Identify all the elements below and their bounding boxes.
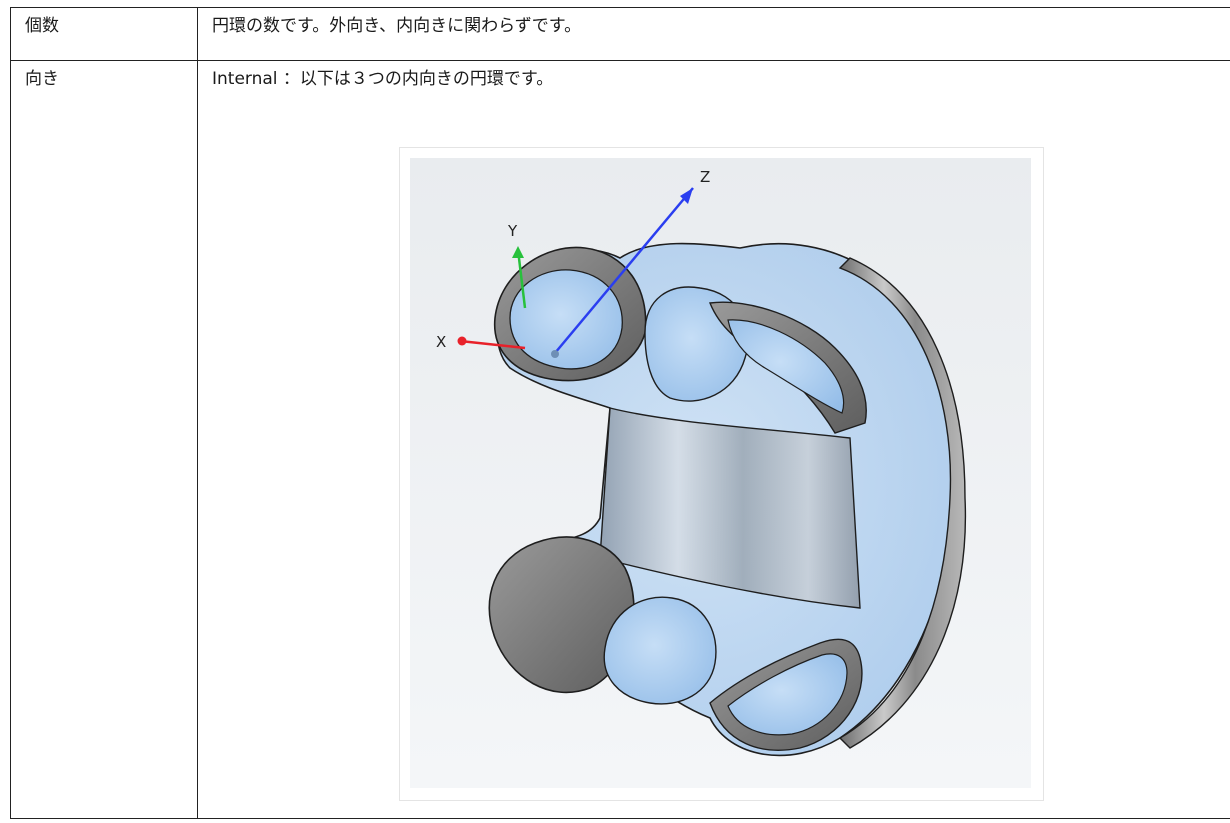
bottom-right-pocket-opening bbox=[727, 653, 848, 736]
property-value-cell: 円環の数です。外向き、内向きに関わらずです。 bbox=[197, 7, 1230, 61]
axis-origin bbox=[551, 350, 559, 358]
table-row-count: 個数 円環の数です。外向き、内向きに関わらずです。 bbox=[10, 7, 1230, 61]
top-left-lobe-opening bbox=[509, 269, 623, 370]
x-axis-label: X bbox=[436, 333, 446, 351]
x-axis-tip bbox=[457, 336, 467, 346]
property-name-count: 個数 bbox=[25, 16, 59, 36]
z-axis-label: Z bbox=[700, 168, 710, 186]
z-axis-arrowhead bbox=[680, 188, 693, 204]
y-axis-line bbox=[516, 249, 527, 309]
property-description-orientation: Internal ：以下は３つの内向きの円環です。 bbox=[212, 69, 554, 89]
property-name-cell: 向き bbox=[10, 60, 198, 819]
torus-figure-frame: Z Y X bbox=[399, 147, 1044, 801]
bottom-left-lobe bbox=[488, 536, 635, 694]
property-description-count: 円環の数です。外向き、内向きに関わらずです。 bbox=[212, 16, 582, 36]
z-axis-line bbox=[554, 187, 694, 354]
inner-bore bbox=[599, 407, 861, 609]
y-axis-label: Y bbox=[507, 222, 518, 240]
torus-right-rim bbox=[838, 257, 967, 749]
property-name-orientation: 向き bbox=[25, 69, 59, 89]
bottom-middle-opening bbox=[603, 596, 717, 705]
torus-3d-illustration: Z Y X bbox=[410, 158, 1031, 788]
coordinate-axes: Z Y X bbox=[436, 168, 710, 358]
top-right-pocket-opening bbox=[727, 319, 845, 414]
torus-solid bbox=[488, 242, 967, 757]
x-axis-line bbox=[459, 339, 526, 350]
property-name-cell: 個数 bbox=[10, 7, 198, 61]
y-axis-arrowhead bbox=[512, 246, 524, 258]
